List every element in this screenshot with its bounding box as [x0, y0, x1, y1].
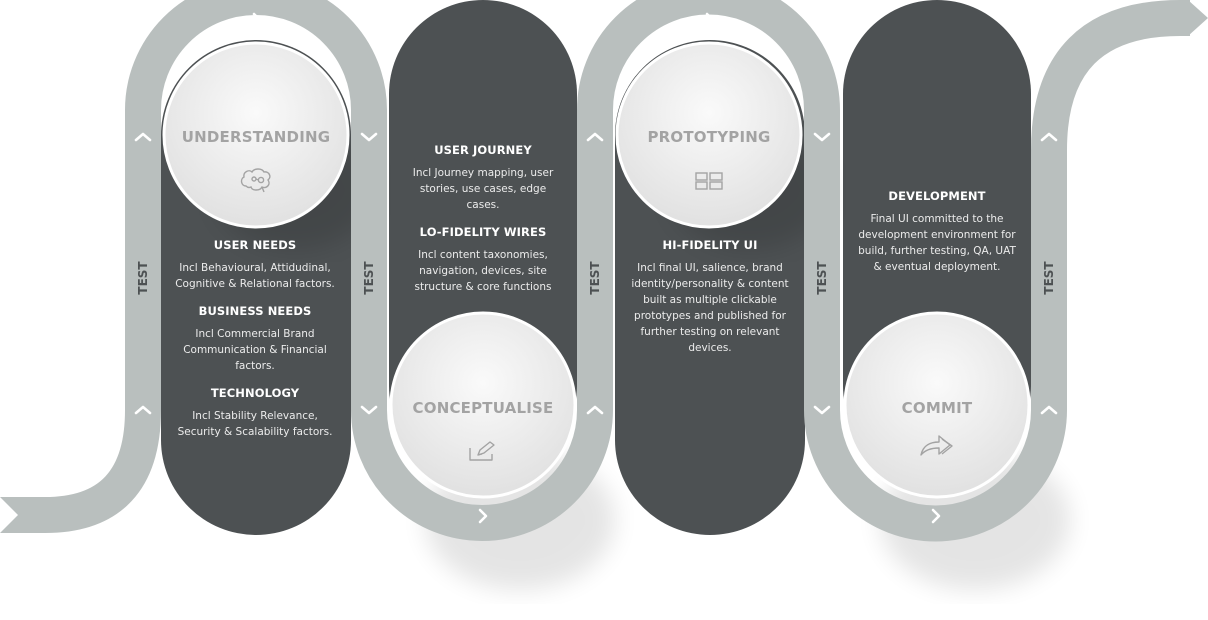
chevron-up-icon: [134, 405, 152, 415]
circle-understanding: [162, 41, 350, 229]
phase-title-understanding: UNDERSTANDING: [181, 128, 331, 146]
section-body: Incl content taxonomies, navigation, dev…: [414, 249, 552, 293]
circle-commit: [843, 311, 1031, 499]
test-label: TEST: [136, 261, 150, 295]
chevron-right-icon: [252, 12, 262, 28]
section-heading: LO-FIDELITY WIRES: [419, 225, 547, 239]
layout-icon: [695, 172, 723, 190]
chevron-right-icon: [705, 12, 715, 28]
phase-title-conceptualise: CONCEPTUALISE: [412, 399, 554, 417]
panel-text-understanding: USER NEEDS Incl Behavioural, Attidudinal…: [175, 238, 335, 452]
chevron-down-icon: [813, 132, 831, 142]
panel-text-prototyping: HI-FIDELITY UI Incl final UI, salience, …: [630, 238, 790, 368]
section-heading: USER NEEDS: [213, 238, 297, 252]
section-heading: DEVELOPMENT: [888, 189, 986, 203]
chevron-down-icon: [360, 132, 378, 142]
test-label: TEST: [588, 261, 602, 295]
process-track: [0, 0, 1198, 542]
phase-title-prototyping: PROTOTYPING: [647, 128, 771, 146]
chevron-up-icon: [134, 132, 152, 142]
edit-icon: [469, 441, 495, 461]
panel-text-conceptualise: USER JOURNEY Incl Journey mapping, user …: [403, 143, 563, 307]
section-body: Incl final UI, salience, brand identity/…: [631, 262, 789, 354]
section-body: Incl Behavioural, Attidudinal, Cognitive…: [175, 262, 335, 290]
test-label: TEST: [1042, 261, 1056, 295]
chevron-up-icon: [586, 405, 604, 415]
chevron-up-icon: [1040, 132, 1058, 142]
brain-icon: [240, 168, 271, 193]
section-heading: BUSINESS NEEDS: [198, 304, 312, 318]
section-body: Incl Stability Relevance, Security & Sca…: [177, 410, 333, 438]
test-label: TEST: [362, 261, 376, 295]
phase-title-commit: COMMIT: [901, 399, 973, 417]
chevron-up-icon: [1040, 405, 1058, 415]
panel-text-commit: DEVELOPMENT Final UI committed to the de…: [857, 189, 1017, 287]
section-body: Final UI committed to the development en…: [858, 213, 1016, 273]
section-heading: HI-FIDELITY UI: [662, 238, 758, 252]
chevron-right-icon: [931, 508, 941, 524]
share-arrow-icon: [920, 435, 953, 456]
circle-conceptualise: [389, 311, 577, 499]
section-body: Incl Commercial Brand Communication & Fi…: [183, 328, 327, 372]
section-heading: TECHNOLOGY: [210, 386, 300, 400]
chevron-up-icon: [586, 132, 604, 142]
section-body: Incl Journey mapping, user stories, use …: [412, 167, 554, 211]
chevron-right-icon: [478, 508, 488, 524]
circle-prototyping: [615, 41, 803, 229]
chevron-down-icon: [360, 405, 378, 415]
section-heading: USER JOURNEY: [434, 143, 532, 157]
chevron-down-icon: [813, 405, 831, 415]
test-label: TEST: [815, 261, 829, 295]
